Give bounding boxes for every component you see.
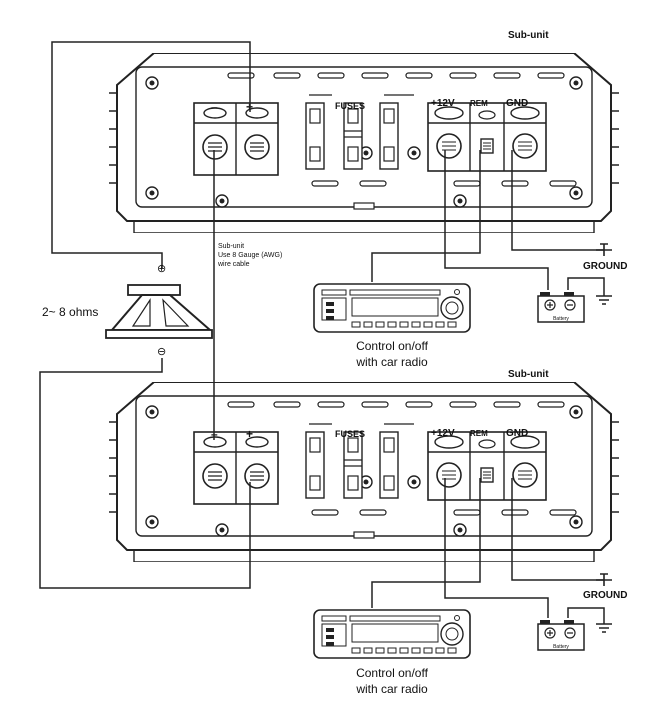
v12-label-2: +12V (431, 428, 455, 439)
wire-gauge-note: Sub-unit Use 8 Gauge (AWG) wire cable (217, 243, 282, 268)
earth-symbol-2 (596, 623, 612, 633)
gnd-label-1: GND (506, 98, 528, 109)
v12-label-1: +12V (431, 98, 455, 109)
ground-label-1: GROUND (583, 261, 627, 272)
battery-2: Battery (537, 619, 585, 651)
battery-label-2: Battery (553, 644, 569, 650)
car-radio-1: Control on/off with car radio (313, 283, 471, 369)
rem-label-1: REM (470, 99, 488, 108)
speaker-minus-label-1: – (211, 100, 218, 114)
rem-label-2: REM (470, 429, 488, 438)
wire-note-line-3: wire cable (217, 261, 250, 268)
ground-label-2: GROUND (583, 590, 627, 601)
battery-label-1: Battery (553, 316, 569, 322)
wiring (39, 41, 605, 624)
subwoofer-speaker: ⊕ ⊖ 2~ 8 ohms (42, 263, 213, 358)
battery-1: Battery (537, 291, 585, 323)
speaker-plus-symbol: ⊕ (157, 263, 166, 275)
radio-caption-1-line-2: with car radio (355, 355, 428, 369)
wire-note-line-2: Use 8 Gauge (AWG) (218, 252, 282, 259)
fuses-label-2: FUSES (335, 429, 365, 439)
earth-symbol-1 (596, 295, 612, 305)
sub-unit-title-2: Sub-unit (508, 369, 549, 380)
speaker-minus-symbol: ⊖ (157, 346, 166, 358)
sub-unit-title-1: Sub-unit (508, 30, 549, 41)
gnd-label-2: GND (506, 428, 528, 439)
amplifier-unit-1: Sub-unit – + FUSES +12V REM GND (108, 30, 620, 233)
ground-symbol-2 (596, 573, 612, 586)
car-radio-2: Control on/off with car radio (313, 609, 471, 696)
speaker-plus-label-2: + (246, 427, 253, 441)
radio-caption-1-line-1: Control on/off (356, 339, 428, 353)
amplifier-unit-2: Sub-unit – + FUSES +12V REM GND (108, 369, 620, 562)
speaker-impedance-label: 2~ 8 ohms (42, 305, 98, 319)
radio-caption-2-line-2: with car radio (355, 682, 428, 696)
radio-caption-2-line-1: Control on/off (356, 666, 428, 680)
wire-note-line-1: Sub-unit (218, 243, 244, 250)
fuses-label-1: FUSES (335, 101, 365, 111)
ground-symbol-1 (596, 243, 612, 256)
